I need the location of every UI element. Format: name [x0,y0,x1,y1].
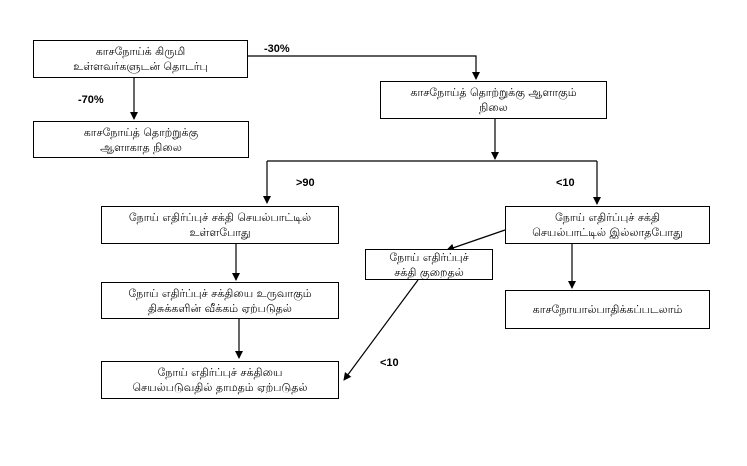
node-contact: காசநோய்க் கிருமி உள்ளவர்களுடன் தொடர்பு [33,40,248,78]
edge-immunity-absent-to-decline [446,229,506,252]
node-not-infected: காசநோய்த் தொற்றுக்கு ஆளாகாத நிலை [33,121,249,158]
node-tb-disease: காசநோயால்பாதிக்கப்படலாம் [505,290,710,329]
node-immunity-present: நோய் எதிர்ப்புச் சக்தி செயல்பாட்டில் உள்… [101,206,339,244]
node-immunity-decline: நோய் எதிர்ப்புச் சக்தி குறைதல் [365,249,493,280]
edge-label-to-not-infected: -70% [78,94,104,106]
edge-label-to-immunity-present: >90 [296,177,315,189]
edge-decline-to-delay [343,279,419,381]
node-delay: நோய் எதிர்ப்புச் சக்தியை செயல்படுவதில் த… [101,361,339,399]
edge-label-to-delay: <10 [380,357,399,369]
edge-label-to-immunity-absent: <10 [556,177,575,189]
edge-contact-to-infected [248,55,480,80]
edge-label-to-infected: -30% [264,43,290,55]
node-granuloma: நோய் எதிர்ப்புச் சக்தியை உருவாகும் திசுக… [101,282,339,319]
node-immunity-absent: நோய் எதிர்ப்புச் சக்தி செயல்பாட்டில் இல்… [505,206,710,244]
node-infected: காசநோய்த் தொற்றுக்கு ஆளாகும் நிலை [380,81,607,119]
